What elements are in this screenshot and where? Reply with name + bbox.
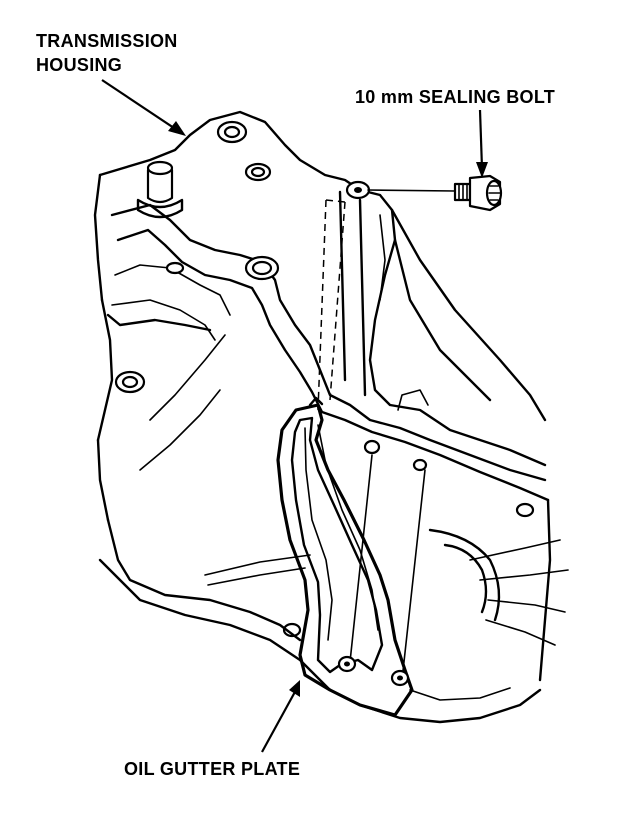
transmission-housing-label-line1: TRANSMISSION <box>36 31 178 51</box>
sealing-bolt-label: 10 mm SEALING BOLT <box>355 87 555 107</box>
oil-gutter-plate <box>276 199 426 717</box>
callout-leaders <box>101 79 488 753</box>
transmission-housing <box>93 110 569 724</box>
transmission-housing-label-line2: HOUSING <box>36 55 122 75</box>
oil-gutter-plate-label: OIL GUTTER PLATE <box>124 759 300 779</box>
flange-bolt-holes <box>114 120 535 638</box>
sealing-bolt <box>345 174 503 212</box>
